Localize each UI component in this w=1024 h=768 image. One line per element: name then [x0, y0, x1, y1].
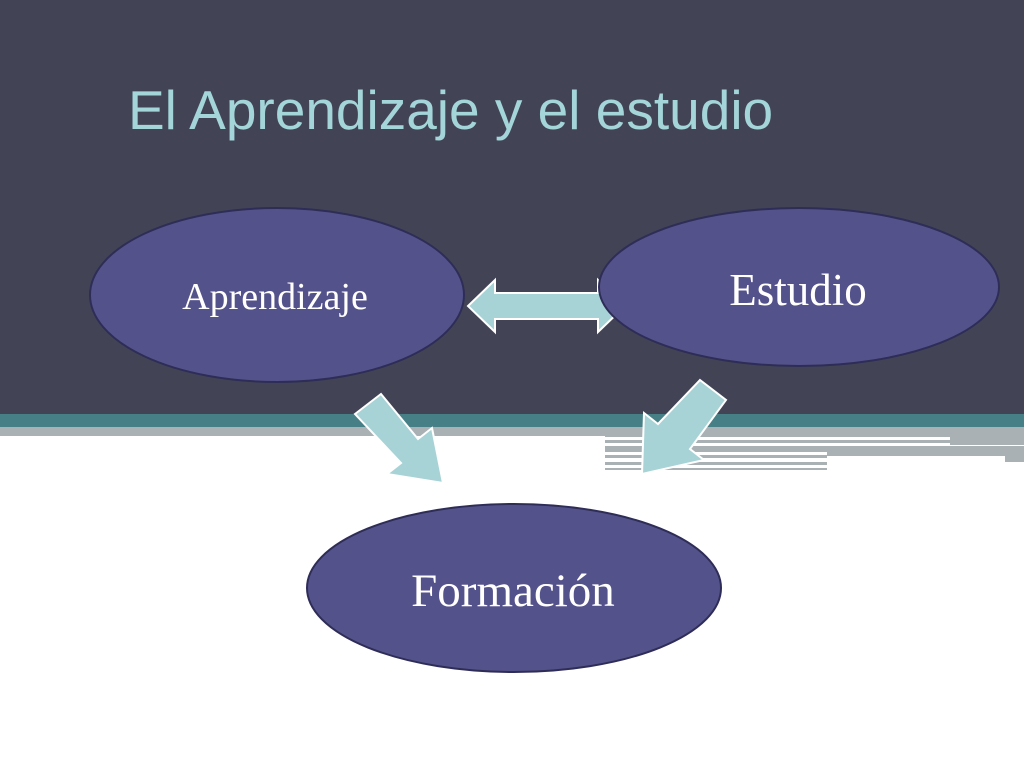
stripe-line-7	[1005, 456, 1024, 462]
node-estudio: Estudio	[598, 207, 1000, 367]
node-aprendizaje-shape	[89, 207, 465, 383]
node-estudio-label: Estudio	[729, 265, 867, 315]
slide-title: El Aprendizaje y el estudio	[128, 79, 774, 141]
stripe-line-6	[605, 462, 827, 465]
stripe-line-4	[605, 455, 827, 458]
stripe-line-2	[950, 437, 1024, 445]
arrow-down-right-icon	[353, 392, 445, 485]
node-aprendizaje-label: Aprendizaje	[182, 276, 368, 318]
arrow-down-left-icon	[640, 378, 728, 476]
node-formacion-label: Formación	[411, 565, 615, 617]
node-estudio-shape	[598, 207, 1000, 367]
stripe-line-5	[827, 452, 1024, 456]
node-aprendizaje: Aprendizaje	[89, 207, 465, 383]
node-formacion-shape	[306, 503, 722, 673]
grey-stripe	[0, 427, 605, 436]
stripe-line-1	[605, 440, 950, 443]
node-formacion: Formación	[306, 503, 722, 673]
stripe-line-8	[605, 468, 827, 470]
stripe-line-3	[605, 446, 1024, 452]
stripe-grey-block	[605, 427, 1024, 437]
teal-stripe	[0, 414, 1024, 427]
